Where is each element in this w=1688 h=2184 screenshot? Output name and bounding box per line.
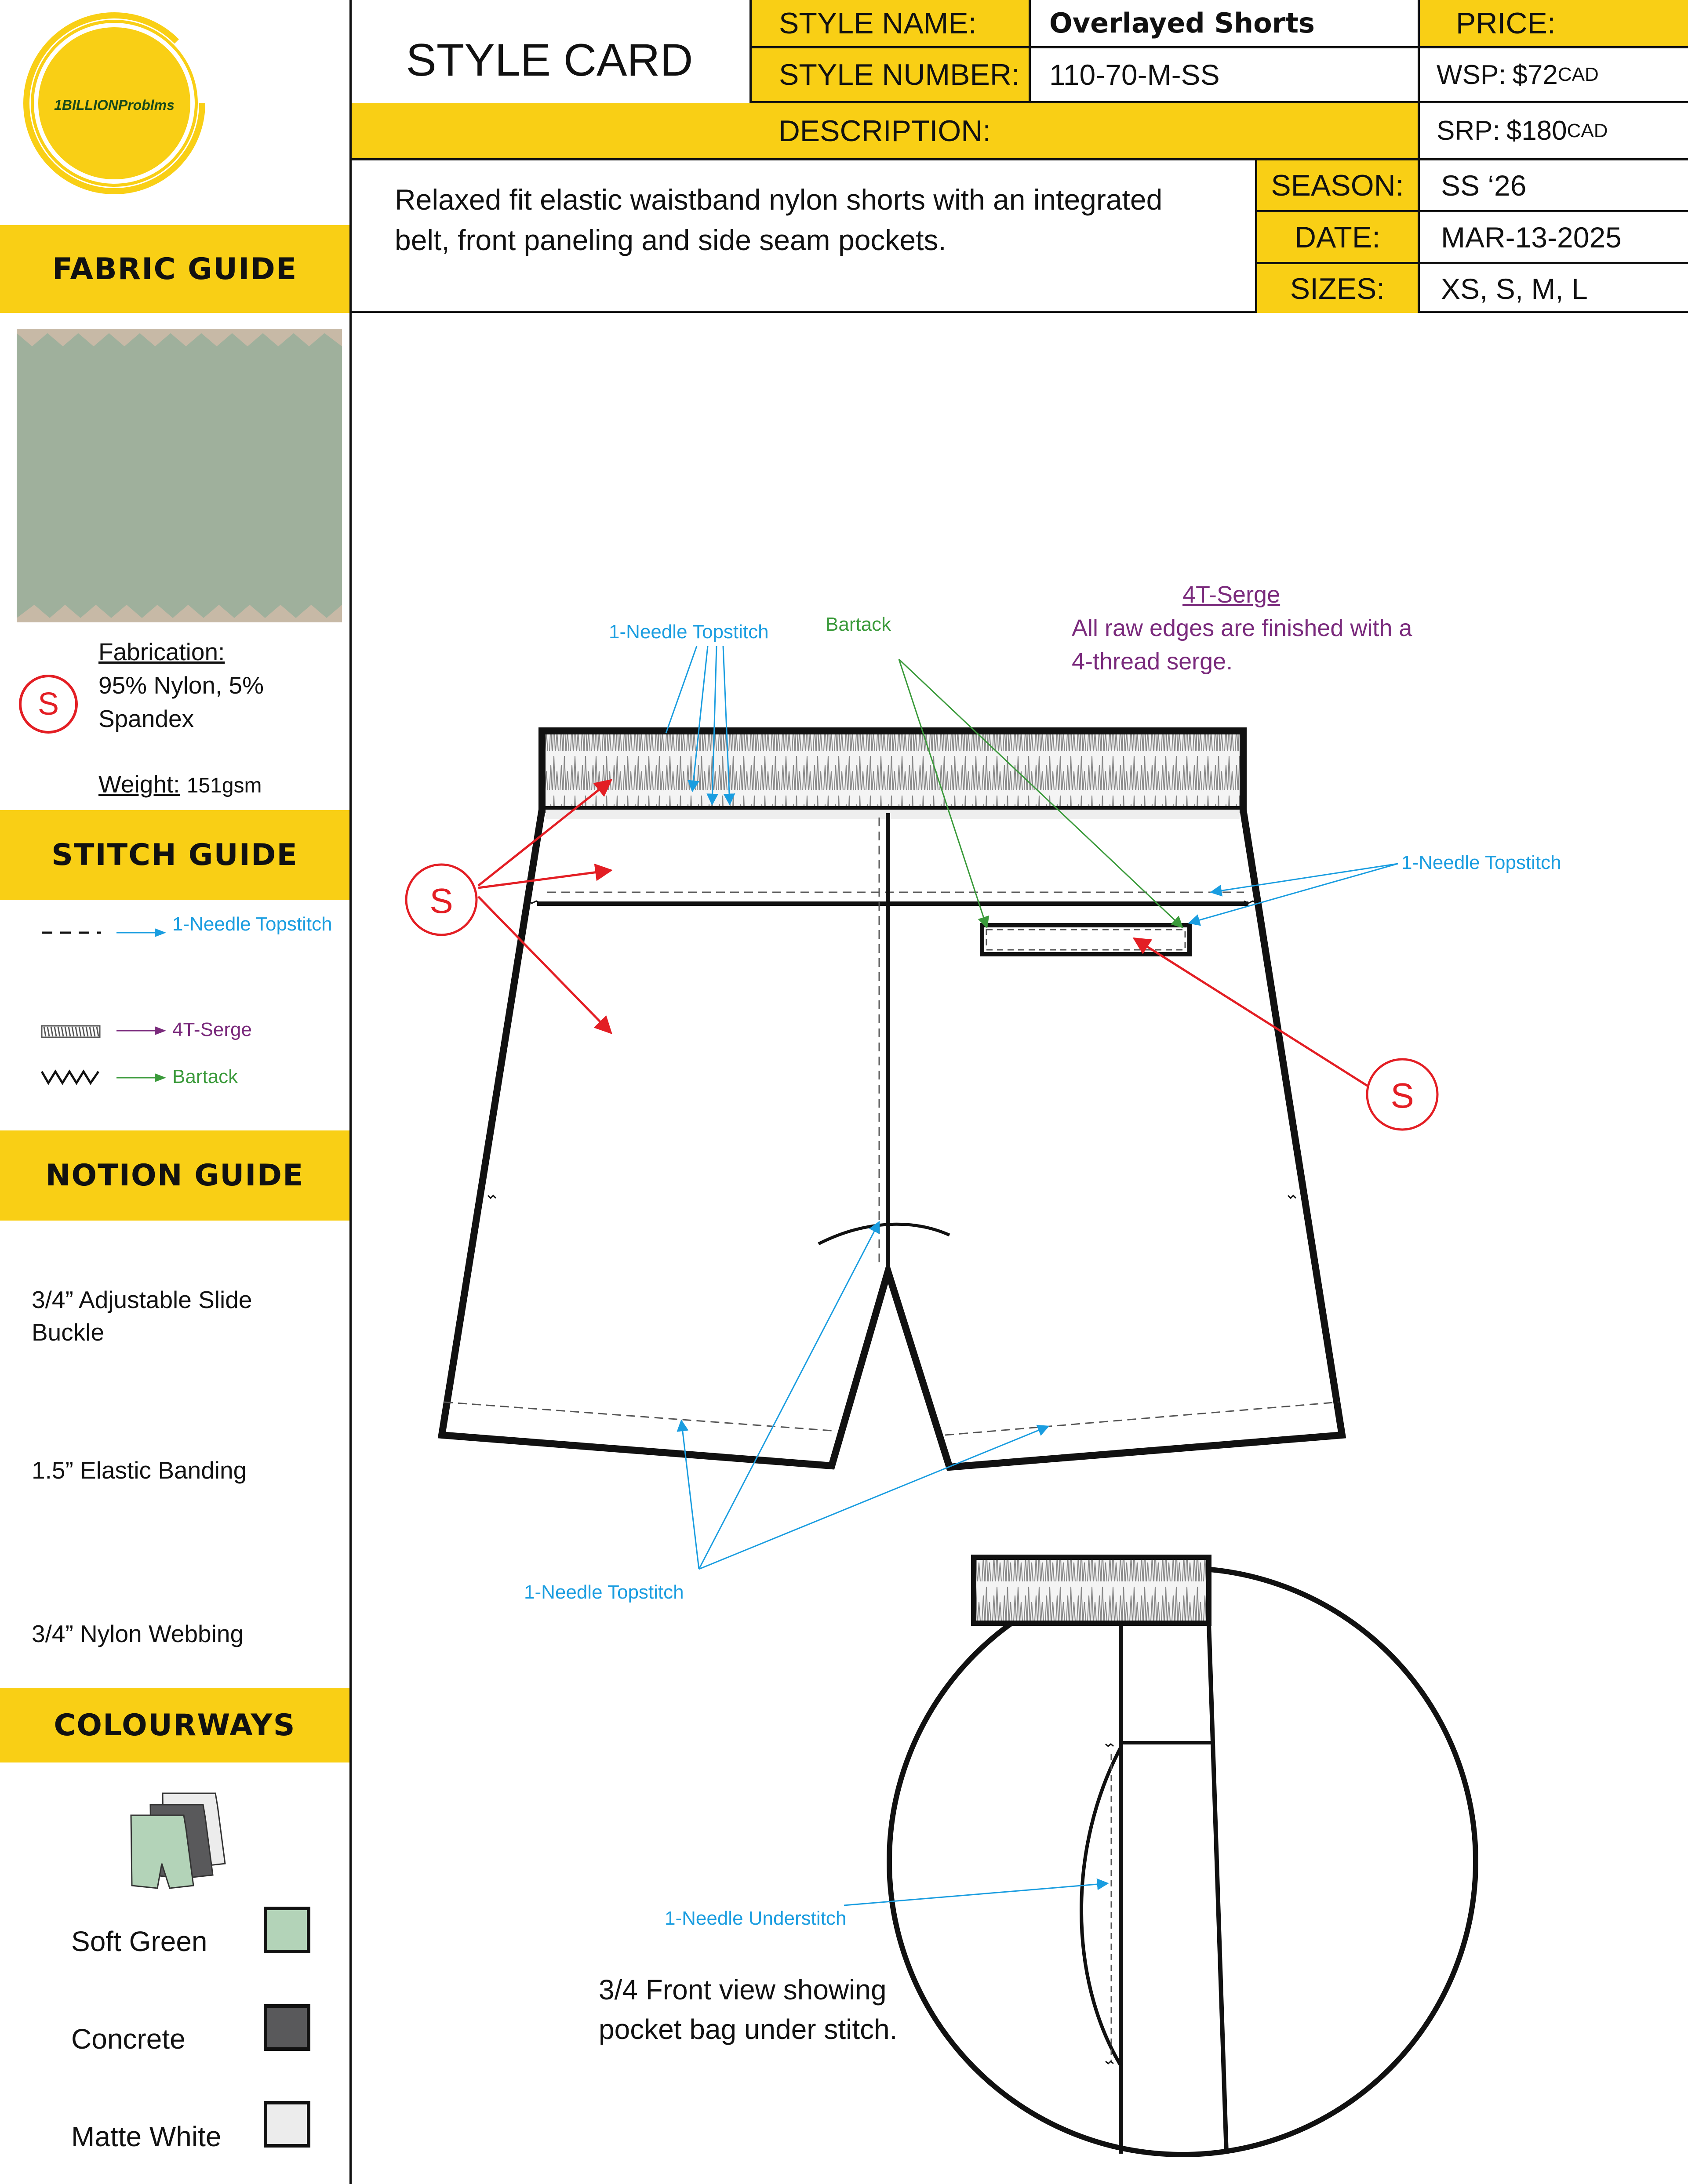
stitch-guide-title: STITCH GUIDE — [51, 838, 298, 872]
logo-text: 1BILLIONProblms — [54, 97, 175, 113]
detail-caption-line1: 3/4 Front view showing — [599, 1974, 887, 2006]
weight-label: Weight: — [98, 770, 180, 798]
sizes-label-cell: SIZES: — [1255, 264, 1418, 313]
fabric-marker-letter: S — [38, 687, 59, 722]
colourway-shorts-thumbnail — [130, 1792, 226, 1889]
stitch-legend-label-topstitch: 1-Needle Topstitch — [172, 913, 332, 935]
srp-unit: CAD — [1567, 120, 1608, 142]
left-sidebar — [0, 0, 352, 2184]
colourways-title: COLOURWAYS — [54, 1708, 296, 1743]
notion-item-elastic: 1.5” Elastic Banding — [32, 1457, 247, 1484]
fabric-marker-s: S — [19, 675, 78, 734]
season-label-cell: SEASON: — [1255, 160, 1418, 212]
fabrication-value-line1: 95% Nylon, 5% — [98, 672, 264, 699]
style-number-label-cell: STYLE NUMBER: — [749, 48, 1029, 103]
style-name-value: Overlayed Shorts — [1049, 7, 1315, 39]
style-number-value: 110-70-M-SS — [1049, 58, 1220, 91]
colourway-swatch-soft-green — [264, 1907, 310, 1953]
season-value-cell: SS ‘26 — [1418, 160, 1688, 212]
sewn-marker-left — [405, 779, 613, 1034]
fabrication-value-line2: Spandex — [98, 705, 194, 732]
wsp-cell: WSP: $72 CAD — [1418, 48, 1688, 103]
date-label: DATE: — [1294, 220, 1381, 254]
colourway-swatch-matte-white — [264, 2101, 310, 2148]
colourway-label-soft-green: Soft Green — [71, 1926, 207, 1957]
annotation-topstitch-side: 1-Needle Topstitch — [1401, 852, 1561, 873]
description-text: Relaxed fit elastic waistband nylon shor… — [395, 183, 1163, 256]
detail-caption-line2: pocket bag under stitch. — [599, 2013, 898, 2045]
wsp-unit: CAD — [1557, 64, 1599, 85]
date-value-cell: MAR-13-2025 — [1418, 212, 1688, 264]
weight-value: 151gsm — [186, 774, 262, 797]
serge-icon — [41, 1025, 101, 1038]
technical-flat-drawing: S S — [405, 646, 1478, 2157]
notion-guide-header: NOTION GUIDE — [0, 1130, 349, 1221]
notion-item-buckle: 3/4” Adjustable Slide Buckle — [32, 1286, 252, 1346]
weight-row: Weight: 151gsm — [98, 768, 262, 802]
shorts-flat — [437, 727, 1346, 1471]
waistband — [538, 727, 1247, 813]
annotation-topstitch-waist: 1-Needle Topstitch — [609, 621, 769, 643]
sewn-marker-right-letter: S — [1390, 1076, 1414, 1115]
notion-guide-title: NOTION GUIDE — [45, 1158, 304, 1193]
style-name-label-cell: STYLE NAME: — [749, 0, 1029, 48]
description-label: DESCRIPTION: — [778, 114, 991, 148]
sizes-label: SIZES: — [1290, 272, 1385, 305]
date-value: MAR-13-2025 — [1441, 221, 1622, 254]
zigzag-icon — [40, 1069, 100, 1085]
season-label: SEASON: — [1271, 168, 1404, 202]
stitch-guide-header: STITCH GUIDE — [0, 810, 349, 900]
annotation-topstitch-hem: 1-Needle Topstitch — [524, 1581, 684, 1603]
pocket-detail-view — [887, 1555, 1478, 2157]
colourway-swatch-concrete — [264, 2004, 310, 2051]
annotation-bartack: Bartack — [826, 614, 891, 635]
annotation-serge-title: 4T-Serge — [1182, 581, 1281, 608]
notion-item-webbing: 3/4” Nylon Webbing — [32, 1620, 244, 1647]
style-name-label: STYLE NAME: — [779, 6, 977, 40]
sizes-value: XS, S, M, L — [1441, 272, 1588, 305]
fabric-guide-header: FABRIC GUIDE — [0, 225, 349, 313]
style-number-label: STYLE NUMBER: — [779, 58, 1020, 91]
annotation-serge-note-line1: All raw edges are finished with a — [1072, 615, 1412, 641]
stitch-legend-symbols — [40, 928, 166, 1085]
fabric-guide-title: FABRIC GUIDE — [52, 251, 298, 287]
detail-waistband — [971, 1555, 1211, 1626]
colourway-label-concrete: Concrete — [71, 2023, 186, 2055]
srp-label: SRP: — [1437, 116, 1500, 146]
fabric-swatch — [17, 329, 342, 622]
sizes-value-cell: XS, S, M, L — [1418, 264, 1688, 313]
brand-logo: 1BILLIONProblms — [23, 12, 205, 194]
srp-cell: SRP: $180 CAD — [1418, 103, 1688, 160]
sewn-marker-right — [1132, 937, 1439, 1131]
header-table — [352, 0, 1688, 313]
stitch-legend-label-bartack: Bartack — [172, 1066, 238, 1087]
colourway-label-matte-white: Matte White — [71, 2121, 222, 2152]
price-label-cell: PRICE: — [1418, 0, 1688, 48]
srp-value: $180 — [1506, 116, 1567, 146]
annotation-serge-note-line2: 4-thread serge. — [1072, 648, 1233, 675]
style-name-value-cell: Overlayed Shorts — [1029, 0, 1418, 48]
wsp-label: WSP: — [1437, 59, 1506, 90]
stitch-legend-label-serge: 4T-Serge — [172, 1019, 252, 1040]
date-label-cell: DATE: — [1255, 212, 1418, 264]
style-card-title: STYLE CARD — [406, 35, 693, 86]
fabrication-label: Fabrication: — [98, 638, 225, 665]
wsp-value: $72 — [1512, 59, 1558, 90]
colourways-header: COLOURWAYS — [0, 1688, 349, 1762]
annotation-understitch: 1-Needle Understitch — [665, 1908, 847, 1929]
sewn-marker-left-letter: S — [429, 881, 453, 920]
style-number-value-cell: 110-70-M-SS — [1029, 48, 1418, 103]
description-label-cell: DESCRIPTION: — [352, 103, 1418, 160]
season-value: SS ‘26 — [1441, 169, 1527, 202]
price-label: PRICE: — [1456, 6, 1556, 40]
